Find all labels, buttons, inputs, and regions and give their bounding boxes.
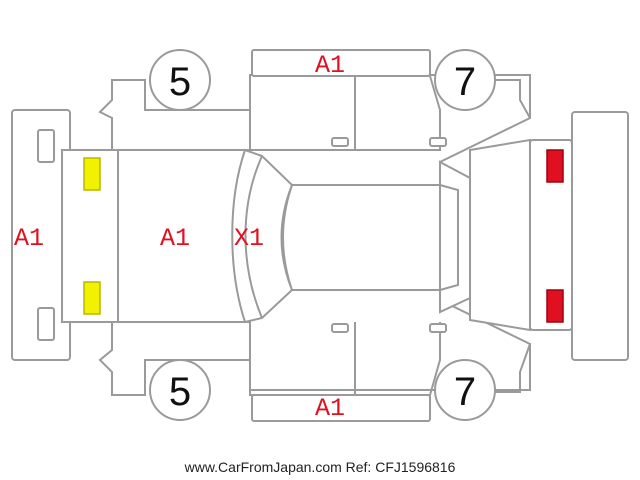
- wheel-rear-right: 7: [434, 359, 496, 421]
- damage-mark-windshield: X1: [234, 224, 264, 253]
- rear-window: [439, 160, 471, 314]
- fog-lamp-top: [83, 157, 101, 191]
- top-side-doors: [249, 49, 447, 151]
- rear-bumper: [571, 111, 629, 361]
- wheel-front-left: 5: [149, 49, 211, 111]
- damage-mark-top-door: A1: [315, 51, 345, 80]
- damage-mark-hood: A1: [160, 224, 190, 253]
- wheel-front-right: 5: [149, 359, 211, 421]
- tail-lamp-bottom: [546, 289, 564, 323]
- tailgate-panel: [469, 138, 573, 332]
- wheel-score-front-left: 5: [169, 60, 191, 104]
- roof-panel: [282, 184, 441, 291]
- wheel-score-rear-right: 7: [454, 370, 476, 414]
- damage-mark-front-bumper: A1: [14, 224, 44, 253]
- wheel-rear-left: 7: [434, 49, 496, 111]
- damage-mark-bottom-door: A1: [315, 394, 345, 423]
- wheel-score-rear-left: 7: [454, 60, 476, 104]
- fog-lamp-bottom: [83, 281, 101, 315]
- footer-reference: www.CarFromJapan.com Ref: CFJ1596816: [184, 459, 456, 475]
- bottom-side-doors: [249, 322, 447, 422]
- wheel-score-front-right: 5: [169, 370, 191, 414]
- tail-lamp-top: [546, 149, 564, 183]
